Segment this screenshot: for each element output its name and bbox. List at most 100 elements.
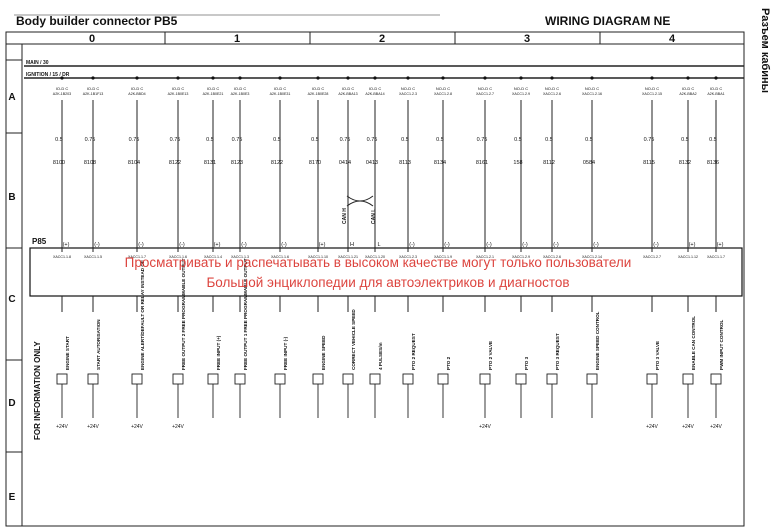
circuit-function-label: FREE OUTPUT 1 FREE PROGRAMMABLE OUTPUT xyxy=(243,258,248,370)
component-symbol xyxy=(586,373,598,385)
wire-gauge-label: 0.75 xyxy=(644,137,655,143)
wire-number-label: 8104 xyxy=(128,160,140,166)
circuit-io-label: IO-D C xyxy=(87,86,100,91)
can-l-label: CAN L xyxy=(371,209,377,224)
circuit-function-label: PTO 3 xyxy=(524,356,529,370)
circuit-io-label: NO-D C xyxy=(478,86,492,91)
circuit-function-label: PTO 2 REQUEST xyxy=(411,333,416,370)
watermark-line-2: Большой энциклопедии для автоэлектриков … xyxy=(206,275,569,290)
component-symbol xyxy=(369,373,381,385)
wire-number-label: 8132 xyxy=(679,160,691,166)
circuit-io-label: IO-D C xyxy=(312,86,325,91)
can-h-label: CAN H xyxy=(342,208,348,224)
row-label: B xyxy=(8,192,15,203)
circuit-io-label: NO-D C xyxy=(585,86,599,91)
wire-number-label: 8100 xyxy=(53,160,65,166)
column-label: 1 xyxy=(234,33,240,45)
circuit-ref-label: XACC1.2.9 xyxy=(512,92,530,96)
rail-junction-dot xyxy=(650,76,654,80)
circuit-function-label: PTO 3 VALVE xyxy=(655,341,660,370)
component-symbol xyxy=(131,373,143,385)
connector-pin-label: XACC1.1.6 xyxy=(271,255,289,259)
wire-number-label: 8134 xyxy=(434,160,446,166)
row-label: A xyxy=(8,92,15,103)
pin-polarity-label: (-) xyxy=(653,242,659,248)
circuit-io-label: NO-D C xyxy=(436,86,450,91)
wire-gauge-label: 0.5 xyxy=(273,137,281,143)
wire-number-label: 0584 xyxy=(583,160,595,166)
component-symbol xyxy=(646,373,658,385)
side-label: Разъем кабины xyxy=(759,8,771,94)
rail-junction-dot xyxy=(550,76,554,80)
can-bus-twist xyxy=(346,195,374,207)
connector-pin-label: XACC1.2.3 xyxy=(399,255,417,259)
rail-junction-dot xyxy=(176,76,180,80)
wire-number-label: 8108 xyxy=(84,160,96,166)
circuit-ref-label: XACC1.2.15 xyxy=(642,92,662,96)
wire-gauge-label: 0.5 xyxy=(206,137,214,143)
component-symbol xyxy=(172,373,184,385)
rail-main-label: MAIN / 30 xyxy=(26,60,49,66)
circuit-ref-label: XACC1.2.6 xyxy=(543,92,561,96)
rail-junction-dot xyxy=(60,76,64,80)
circuit-ref-label: A2K-BBA1 xyxy=(707,92,724,96)
diagram-title: Body builder connector PB5 xyxy=(16,14,178,28)
circuit-function-label: PTO 2 xyxy=(446,356,451,370)
pin-polarity-label: (-) xyxy=(138,242,144,248)
wire-gauge-label: 0.5 xyxy=(545,137,553,143)
connector-pin-label: XACC1.2.14 xyxy=(582,255,602,259)
connector-pin-label: XACC1.2.6 xyxy=(543,255,561,259)
rail-junction-dot xyxy=(441,76,445,80)
rail-junction-dot xyxy=(316,76,320,80)
circuit-io-label: NO-D C xyxy=(645,86,659,91)
circuit-ref-label: A2K-1B0E31 xyxy=(270,92,291,96)
wire-number-label: 158 xyxy=(513,160,522,166)
pin-polarity-label: (-) xyxy=(94,242,100,248)
supply-voltage-label: +24V xyxy=(87,424,99,430)
column-label: 0 xyxy=(89,33,95,45)
circuit-io-label: IO-D C xyxy=(342,86,355,91)
wire-number-label: 8131 xyxy=(204,160,216,166)
circuit-ref-label: A2K-BBA14 xyxy=(365,92,384,96)
circuit-io-label: IO-D C xyxy=(710,86,723,91)
pin-polarity-label: (+) xyxy=(717,242,724,248)
circuit-ref-label: XACC1.2.16 xyxy=(582,92,602,96)
wire-gauge-label: 0.75 xyxy=(85,137,96,143)
circuit-function-label: FREE OUTPUT 2 FREE PROGRAMMABLE OUTPUT xyxy=(181,258,186,370)
circuit-io-label: NO-D C xyxy=(401,86,415,91)
circuit-io-label: IO-D C xyxy=(207,86,220,91)
connector-pin-label: XACC1.1.4 xyxy=(204,255,222,259)
connector-pin-label: XACC1.1.8 xyxy=(53,255,71,259)
connector-pin-label: XACC1.1.12 xyxy=(678,255,698,259)
component-symbol xyxy=(682,373,694,385)
wire-number-label: 8122 xyxy=(271,160,283,166)
pin-polarity-label: (+) xyxy=(63,242,70,248)
component-symbol xyxy=(546,373,558,385)
pin-polarity-label: (+) xyxy=(214,242,221,248)
connector-pin-label: XACC1.1.7 xyxy=(707,255,725,259)
component-symbol xyxy=(234,373,246,385)
wire-gauge-label: 0.75 xyxy=(477,137,488,143)
pin-polarity-label: (-) xyxy=(522,242,528,248)
wire-number-label: 8123 xyxy=(231,160,243,166)
circuit-io-label: NO-D C xyxy=(545,86,559,91)
supply-voltage-label: +24V xyxy=(646,424,658,430)
wire-number-label: 8170 xyxy=(309,160,321,166)
rail-junction-dot xyxy=(590,76,594,80)
circuit-io-label: IO-D C xyxy=(234,86,247,91)
component-symbol xyxy=(56,373,68,385)
pin-polarity-label: (-) xyxy=(593,242,599,248)
wire-gauge-label: 0.5 xyxy=(681,137,689,143)
circuit-function-label: PTO 3 REQUEST xyxy=(555,333,560,370)
column-label: 2 xyxy=(379,33,385,45)
pin-polarity-label: (-) xyxy=(241,242,247,248)
circuit-function-label: FREE INPUT (-) xyxy=(283,336,288,370)
supply-voltage-label: +24V xyxy=(710,424,722,430)
row-label: E xyxy=(9,492,16,503)
wire-number-label: 8112 xyxy=(543,160,555,166)
wire-number-label: 8113 xyxy=(399,160,411,166)
circuit-function-label: START AUTORISATION xyxy=(96,319,101,370)
wire-number-label: 8115 xyxy=(643,160,655,166)
diagram-frame xyxy=(5,14,745,527)
